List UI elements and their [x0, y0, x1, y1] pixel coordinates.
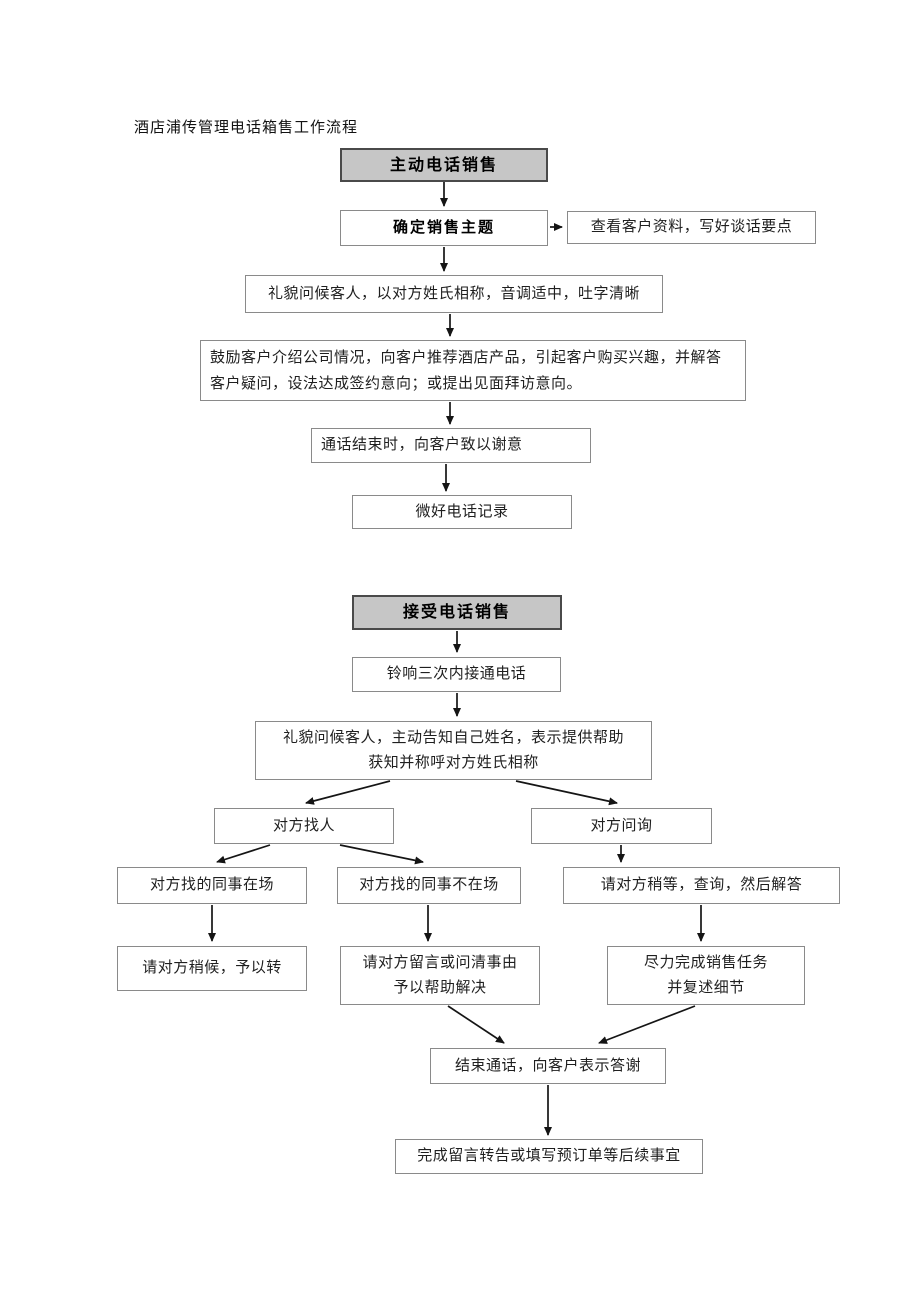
node-active-phone-sales: 主动电话销售 — [340, 148, 548, 182]
node-review-client-info: 查看客户资料，写好谈话要点 — [567, 211, 816, 244]
node-hold-and-transfer: 请对方稍候，予以转 — [117, 946, 307, 991]
node-answer-within-three-rings: 铃响三次内接通电话 — [352, 657, 561, 692]
node-thank-client: 通话结束时，向客户致以谢意 — [311, 428, 591, 463]
node-end-call-thank: 结束通话，向客户表示答谢 — [430, 1048, 666, 1084]
node-define-sales-topic: 确定销售主题 — [340, 210, 548, 246]
node-caller-inquiry: 对方问询 — [531, 808, 712, 844]
node-make-call-record: 微好电话记录 — [352, 495, 572, 529]
node-followup-tasks: 完成留言转告或填写预订单等后续事宜 — [395, 1139, 703, 1174]
node-colleague-absent: 对方找的同事不在场 — [337, 867, 521, 904]
node-complete-sales-task: 尽力完成销售任务 并复述细节 — [607, 946, 805, 1005]
node-receive-phone-sales: 接受电话销售 — [352, 595, 562, 630]
page-title: 酒店浦传管理电话箱售工作流程 — [134, 120, 359, 136]
node-polite-greeting: 礼貌问候客人，以对方姓氏相称，音调适中，吐字清晰 — [245, 275, 663, 313]
node-greet-give-name: 礼貌问候客人，主动告知自己姓名，表示提供帮助 获知并称呼对方姓氏相称 — [255, 721, 652, 780]
node-colleague-present: 对方找的同事在场 — [117, 867, 307, 904]
node-caller-seeks-person: 对方找人 — [214, 808, 394, 844]
node-ask-wait-and-query: 请对方稍等，查询，然后解答 — [563, 867, 840, 904]
node-encourage-pitch: 鼓励客户介绍公司情况，向客户推荐酒店产品，引起客户购买兴趣，并解答 客户疑问，设… — [200, 340, 746, 401]
node-take-message-help: 请对方留言或问清事由 予以帮助解决 — [340, 946, 540, 1005]
